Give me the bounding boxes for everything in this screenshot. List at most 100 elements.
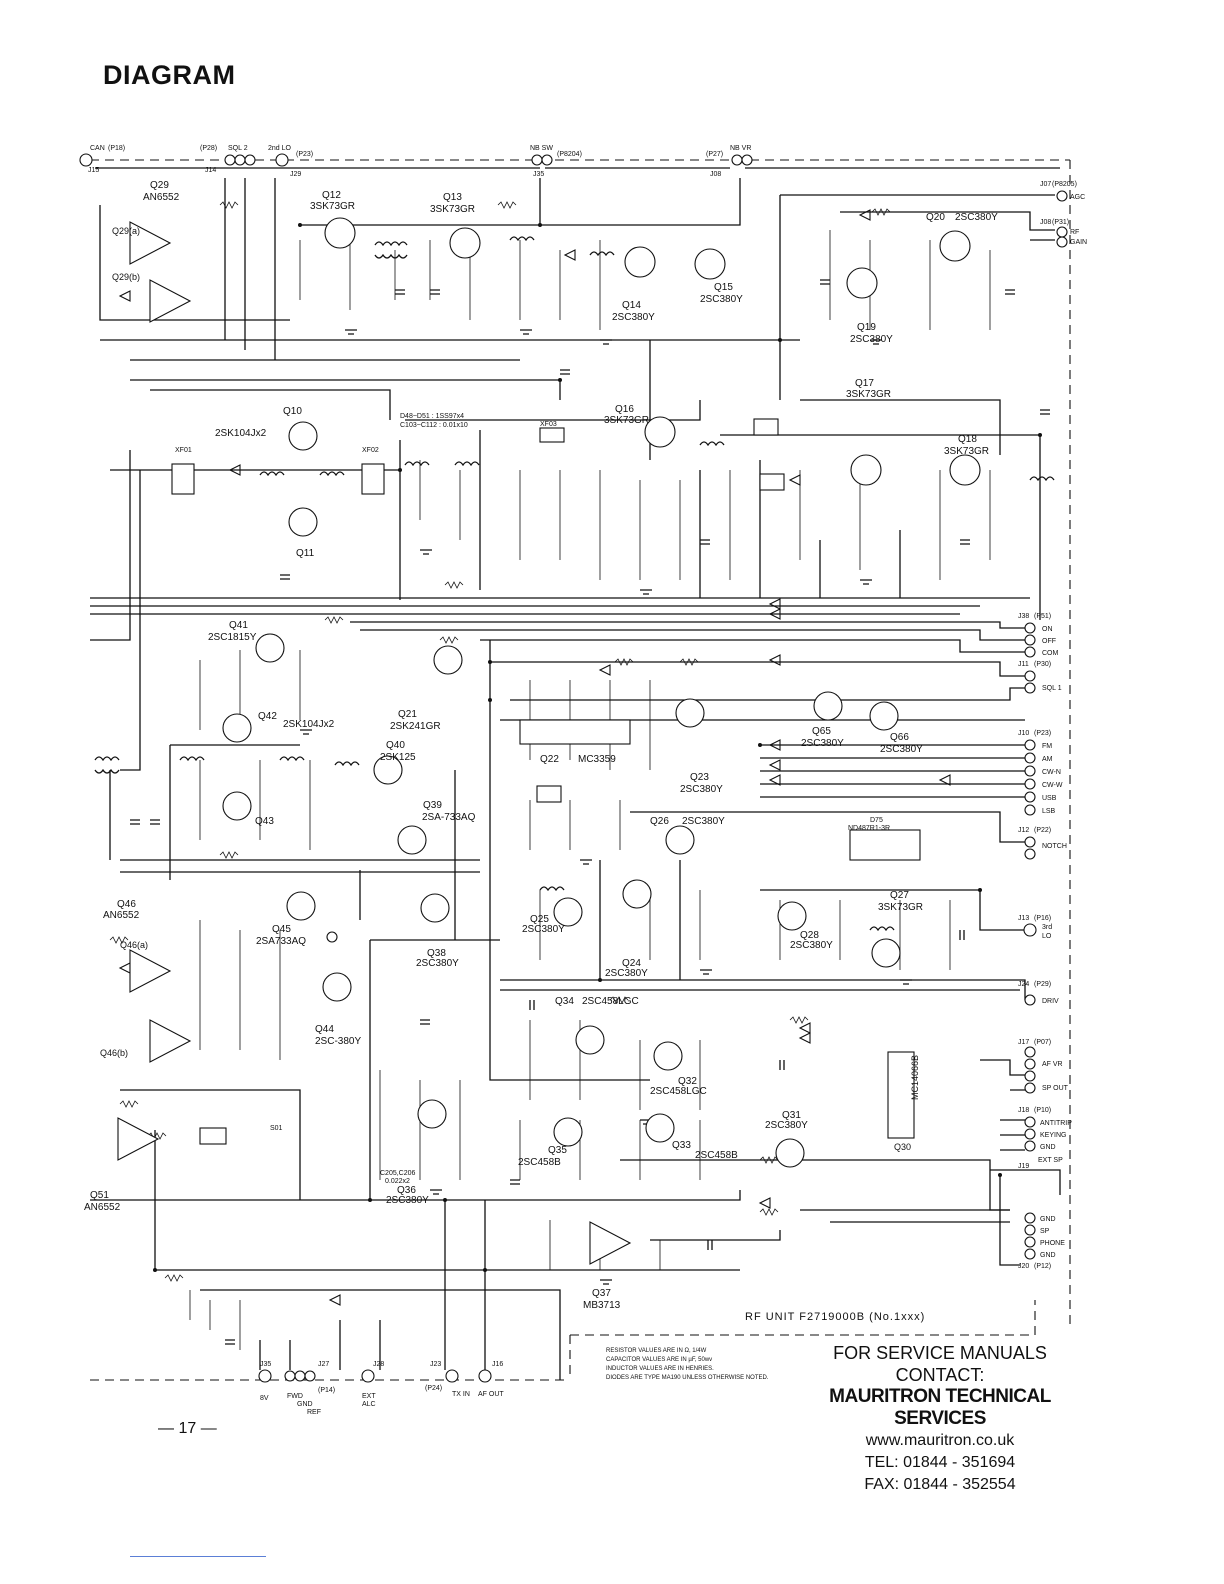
label-q30: Q30 bbox=[894, 1142, 911, 1152]
label-q32-type: 2SC458LGC bbox=[650, 1086, 707, 1097]
label-q44-type: 2SC-380Y bbox=[315, 1036, 361, 1047]
contact-heading: FOR SERVICE MANUALS bbox=[833, 1343, 1047, 1363]
label-j20-gnd2: GND bbox=[1040, 1252, 1056, 1259]
right-connector-labels: J07 (P8205) AGC J08 (P31) RF GAIN J38 (P… bbox=[1018, 181, 1087, 1270]
label-q12-type: 3SK73GR bbox=[310, 201, 355, 212]
contact-website: www.mauritron.co.uk bbox=[865, 1432, 1015, 1449]
label-j08-pins: NB VR bbox=[730, 145, 751, 152]
contact-fax: FAX: 01844 - 352554 bbox=[864, 1476, 1016, 1493]
label-q46b: Q46(b) bbox=[100, 1048, 128, 1058]
op-amps bbox=[117, 221, 632, 1265]
label-j18-keying: KEYING bbox=[1040, 1132, 1066, 1139]
label-q45-type: 2SA733AQ bbox=[256, 936, 306, 947]
label-q35: Q35 bbox=[548, 1145, 567, 1156]
label-j20-plug: (P12) bbox=[1034, 1263, 1051, 1270]
label-j27: J27 bbox=[318, 1361, 329, 1368]
bottom-rule bbox=[130, 1556, 266, 1557]
label-j19-extsp: EXT SP bbox=[1038, 1157, 1063, 1164]
label-q16: Q16 bbox=[615, 404, 634, 415]
label-q10: Q10 bbox=[283, 406, 302, 417]
misc-labels: D48~D51 : 1SS97x4 C103~C112 : 0.01x10 XF… bbox=[175, 413, 890, 1185]
label-q37-type: MB3713 bbox=[583, 1300, 621, 1311]
label-q19-type: 2SC380Y bbox=[850, 334, 893, 345]
label-q22-type: MC3359 bbox=[578, 754, 616, 765]
label-q45: Q45 bbox=[272, 924, 291, 935]
label-j29-plug: (P23) bbox=[296, 151, 313, 158]
label-j10-usb: USB bbox=[1042, 795, 1057, 802]
label-j08r: J08 bbox=[1040, 219, 1051, 226]
label-j17-afvr: AF VR bbox=[1042, 1061, 1063, 1068]
label-q44: Q44 bbox=[315, 1024, 334, 1035]
label-j20-sp: SP bbox=[1040, 1228, 1050, 1235]
transistors bbox=[222, 217, 981, 1168]
label-q19: Q19 bbox=[857, 322, 876, 333]
label-j14-plug: (P28) bbox=[200, 145, 217, 152]
label-q39: Q39 bbox=[423, 800, 442, 811]
label-j12: J12 bbox=[1018, 827, 1029, 834]
label-q12: Q12 bbox=[322, 190, 341, 201]
label-q13: Q13 bbox=[443, 192, 462, 203]
label-q36: Q36 bbox=[397, 1185, 416, 1196]
label-j35b-8v: 8V bbox=[260, 1395, 269, 1402]
label-j07: J07 bbox=[1040, 181, 1051, 188]
label-j23: J23 bbox=[430, 1361, 441, 1368]
label-q66: Q66 bbox=[890, 732, 909, 743]
label-q34: Q34 bbox=[555, 996, 574, 1007]
label-j10-plug: (P23) bbox=[1034, 730, 1051, 737]
ic-packages bbox=[171, 418, 921, 1145]
label-j17-spout: SP OUT bbox=[1042, 1085, 1069, 1092]
label-j11: J11 bbox=[1018, 661, 1029, 668]
label-j38: J38 bbox=[1018, 613, 1029, 620]
label-d75-type: ND487R1-3R bbox=[848, 825, 890, 832]
label-xf01: XF01 bbox=[175, 447, 192, 454]
label-q41-type: 2SC1815Y bbox=[208, 632, 257, 643]
label-q24-type: 2SC380Y bbox=[605, 968, 648, 979]
label-q29-type: AN6552 bbox=[143, 192, 180, 203]
label-q23-type: 2SC380Y bbox=[680, 784, 723, 795]
label-c103: C103~C112 : 0.01x10 bbox=[400, 422, 468, 429]
label-q37: Q37 bbox=[592, 1288, 611, 1299]
label-j27-ref: REF bbox=[307, 1409, 321, 1416]
connector-symbols bbox=[79, 153, 1068, 1383]
label-j29: J29 bbox=[290, 171, 301, 178]
label-j38-on: ON bbox=[1042, 626, 1053, 633]
label-j10: J10 bbox=[1018, 730, 1029, 737]
label-j27-plug: (P14) bbox=[318, 1387, 335, 1394]
label-q30-type: MC14066B bbox=[910, 1055, 920, 1100]
label-q18: Q18 bbox=[958, 434, 977, 445]
label-q28-type: 2SC380Y bbox=[790, 940, 833, 951]
label-xf03: XF03 bbox=[540, 421, 557, 428]
label-j19: J19 bbox=[1018, 1163, 1029, 1170]
label-j38-com: COM bbox=[1042, 650, 1059, 657]
label-j35b: J35 bbox=[260, 1361, 271, 1368]
label-j38-plug: (P51) bbox=[1034, 613, 1051, 620]
label-j11-plug: (P30) bbox=[1034, 661, 1051, 668]
label-q20: Q20 bbox=[926, 212, 945, 223]
wiring bbox=[90, 167, 1061, 1380]
label-q26-type: 2SC380Y bbox=[682, 816, 725, 827]
label-q40: Q40 bbox=[386, 740, 405, 751]
label-q21-type: 2SK241GR bbox=[390, 721, 441, 732]
label-j38-off: OFF bbox=[1042, 638, 1056, 645]
label-j10-cwn: CW-N bbox=[1042, 769, 1061, 776]
label-j18-plug: (P10) bbox=[1034, 1107, 1051, 1114]
label-j13: J13 bbox=[1018, 915, 1029, 922]
label-j10-cww: CW-W bbox=[1042, 782, 1063, 789]
label-q29a: Q29(a) bbox=[112, 226, 140, 236]
label-j24: J24 bbox=[1018, 981, 1029, 988]
label-q27: Q27 bbox=[890, 890, 909, 901]
label-q13-type: 3SK73GR bbox=[430, 204, 475, 215]
label-d75: D75 bbox=[870, 817, 883, 824]
label-j27-gnd: GND bbox=[297, 1401, 313, 1408]
label-j24-plug: (P29) bbox=[1034, 981, 1051, 988]
label-j18: J18 bbox=[1018, 1107, 1029, 1114]
junction-dots bbox=[153, 223, 1042, 1272]
label-q17-type: 3SK73GR bbox=[846, 389, 891, 400]
label-q51: Q51 bbox=[90, 1190, 109, 1201]
label-q23: Q23 bbox=[690, 772, 709, 783]
label-j15-pins: CAN bbox=[90, 145, 105, 152]
contact-subheading: CONTACT: bbox=[895, 1365, 985, 1385]
label-q51-type: AN6552 bbox=[84, 1202, 121, 1213]
contact-tel: TEL: 01844 - 351694 bbox=[864, 1454, 1016, 1471]
